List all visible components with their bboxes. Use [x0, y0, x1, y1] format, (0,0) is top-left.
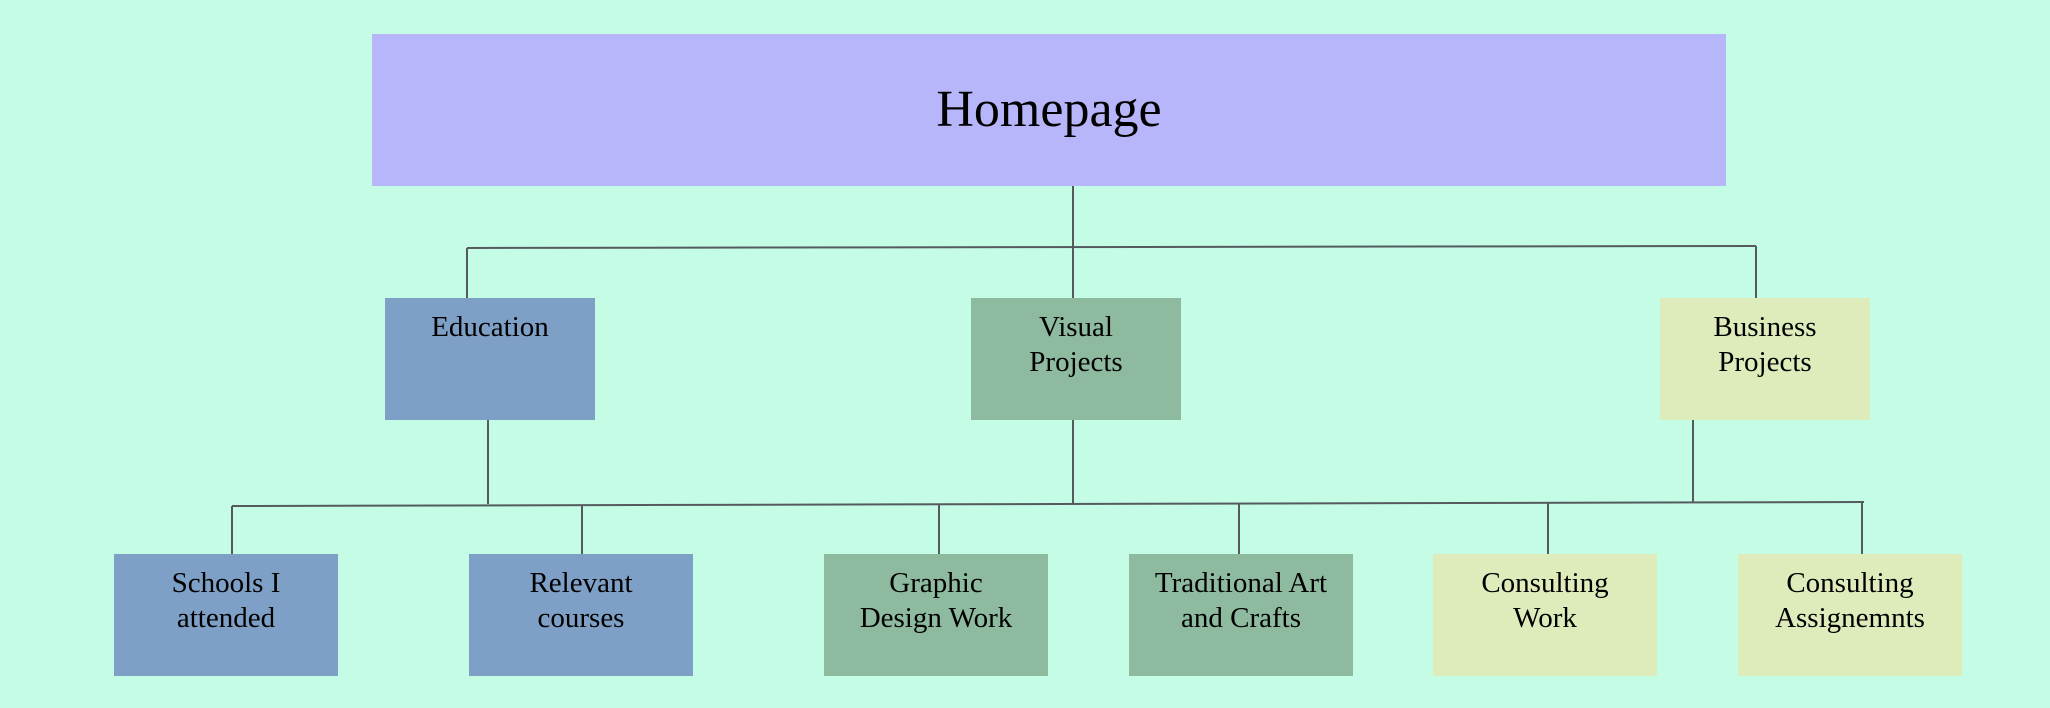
category-label: Business Projects: [1713, 311, 1817, 378]
root-node-homepage: Homepage: [372, 34, 1726, 186]
leaf-label: Consulting Work: [1481, 567, 1609, 634]
leaf-node-schools: Schools I attended: [114, 554, 338, 676]
category-label: Visual Projects: [1029, 311, 1123, 378]
leaf-label: Relevant courses: [529, 567, 633, 634]
leaf-node-consulting-assignments: Consulting Assignemnts: [1738, 554, 1962, 676]
category-node-education: Education: [385, 298, 595, 420]
leaf-node-relevant-courses: Relevant courses: [469, 554, 693, 676]
root-label: Homepage: [936, 80, 1162, 138]
connector-category-bus: [466, 245, 1757, 249]
leaf-node-traditional-art: Traditional Art and Crafts: [1129, 554, 1353, 676]
category-label: Education: [431, 311, 549, 343]
leaf-label: Traditional Art and Crafts: [1154, 567, 1328, 634]
category-node-business-projects: Business Projects: [1660, 298, 1870, 420]
category-node-visual-projects: Visual Projects: [971, 298, 1181, 420]
leaf-label: Consulting Assignemnts: [1775, 567, 1925, 634]
leaf-node-graphic-design: Graphic Design Work: [824, 554, 1048, 676]
leaf-label: Graphic Design Work: [859, 567, 1013, 634]
connector-leaf-bus: [231, 501, 1865, 507]
leaf-label: Schools I attended: [171, 567, 281, 634]
leaf-node-consulting-work: Consulting Work: [1433, 554, 1657, 676]
